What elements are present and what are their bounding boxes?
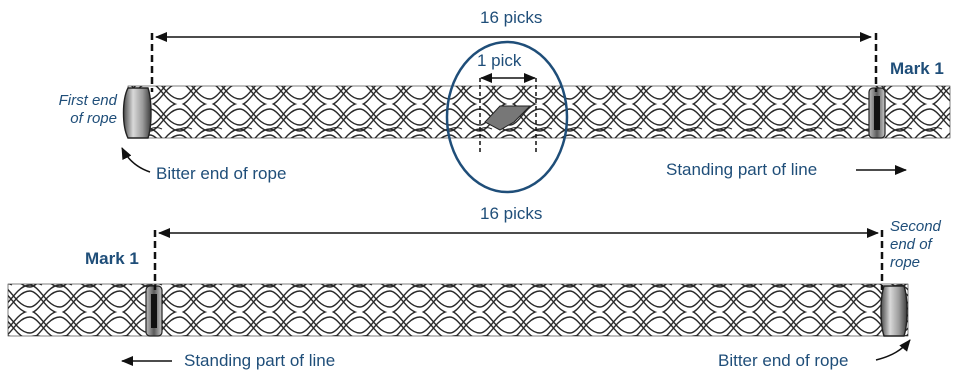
bottom-bitter-end-label: Bitter end of rope	[718, 351, 849, 370]
top-sixteen-picks-label: 16 picks	[480, 8, 543, 27]
first-end-line-2: of rope	[70, 110, 117, 127]
top-rope-braid	[127, 85, 951, 139]
bottom-rope	[7, 283, 909, 337]
one-pick-label: 1 pick	[477, 51, 522, 70]
top-standing-part-label: Standing part of line	[666, 160, 818, 179]
first-end-line-1: First end	[58, 92, 117, 109]
second-end-of-rope-label: Second end of rope	[890, 218, 950, 272]
top-rope	[122, 85, 951, 139]
top-rope-end-cap-icon	[122, 87, 152, 139]
bottom-mark-1-label: Mark 1	[85, 249, 139, 268]
highlighted-pick	[484, 105, 532, 131]
second-end-line-3: rope	[890, 254, 921, 271]
bottom-mark-band-icon	[145, 285, 163, 337]
bottom-rope-end-cap-icon	[880, 285, 908, 337]
bottom-bitter-end-curved-arrow	[875, 339, 911, 361]
top-bitter-end-curved-arrow	[121, 147, 151, 173]
top-bitter-end-label: Bitter end of rope	[156, 164, 287, 183]
bottom-sixteen-picks-label: 16 picks	[480, 204, 543, 223]
top-mark-1-label: Mark 1	[890, 59, 944, 78]
pick-inset-circle	[445, 40, 569, 194]
bottom-standing-part-label: Standing part of line	[184, 351, 336, 370]
second-end-line-1: Second	[890, 218, 941, 235]
second-end-line-2: end of	[890, 236, 932, 253]
first-end-of-rope-label: First end of rope	[20, 92, 117, 128]
top-mark-band-icon	[868, 87, 886, 139]
bottom-rope-braid	[7, 283, 909, 337]
